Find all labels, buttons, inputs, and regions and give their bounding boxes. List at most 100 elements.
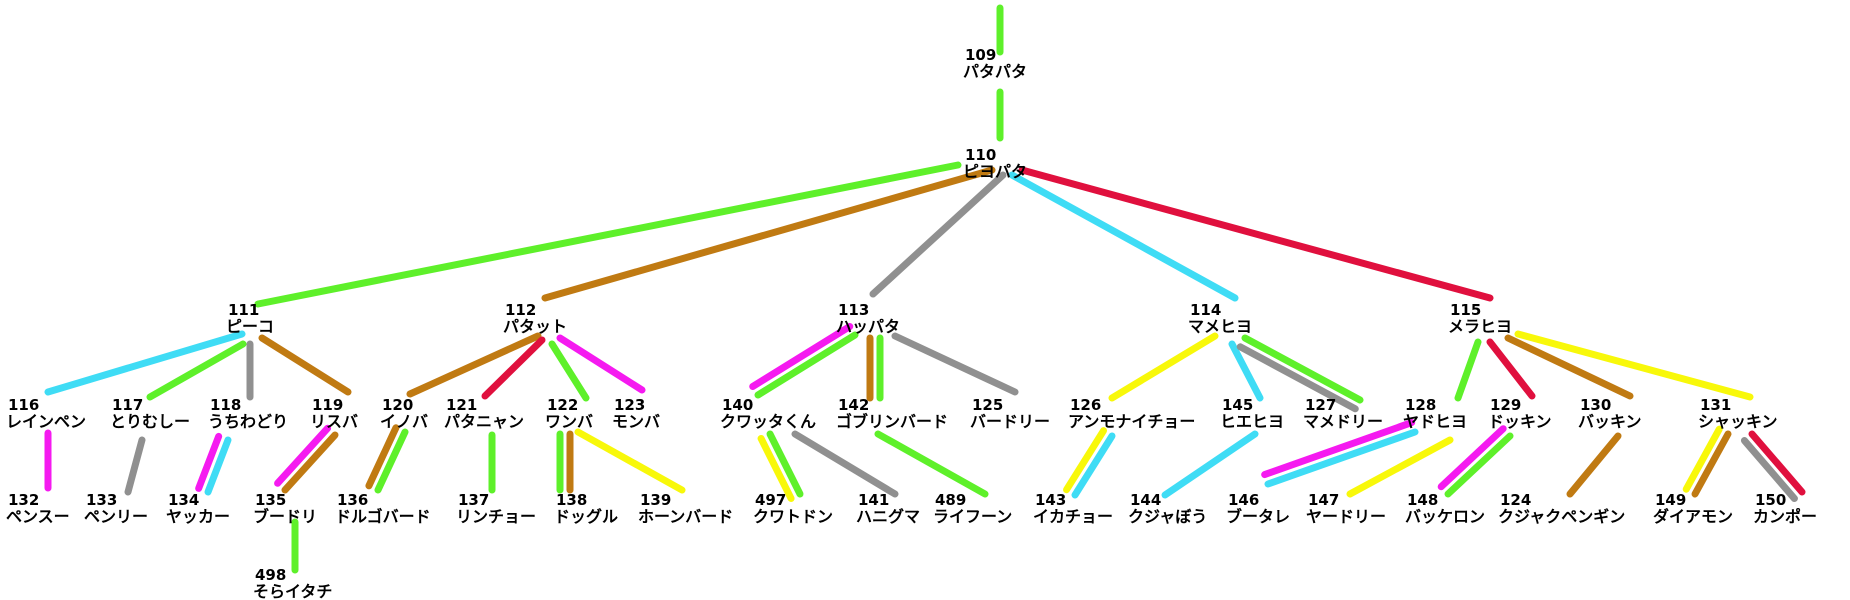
node-name: うちわどり: [208, 412, 288, 431]
node-name: アンモナイチョー: [1068, 412, 1195, 431]
node-name: カンポー: [1753, 507, 1817, 526]
edge-120-136-brown: [365, 424, 400, 490]
node-name: レインペン: [6, 412, 86, 431]
edge-114-127-gray: [1236, 343, 1359, 413]
node-number: 150: [1755, 491, 1786, 509]
node-number: 132: [8, 491, 39, 509]
node-number: 116: [8, 396, 39, 414]
node-name: ハニグマ: [856, 507, 920, 526]
edge-layer: [44, 4, 1806, 574]
node-name: ヤッカー: [166, 507, 230, 526]
node-name: パタット: [503, 317, 567, 336]
node-name: ブータレ: [1226, 507, 1290, 526]
node-name: ヤードリー: [1306, 507, 1386, 526]
node-number: 134: [168, 491, 199, 509]
edge-145-144-cyan: [1161, 430, 1259, 499]
node-number: 489: [935, 491, 966, 509]
node-name: クジャクペンギン: [1498, 507, 1625, 526]
node-number: 133: [86, 491, 117, 509]
node-name: ワンバ: [545, 412, 593, 431]
node-number: 130: [1580, 396, 1611, 414]
node-number: 498: [255, 566, 286, 584]
edge-110-112-brown: [541, 166, 996, 302]
node-number: 143: [1035, 491, 1066, 509]
node-name: とりむしー: [110, 412, 190, 431]
edge-115-128-green: [1454, 338, 1482, 402]
node-number: 137: [458, 491, 489, 509]
node-number: 149: [1655, 491, 1686, 509]
node-number: 120: [382, 396, 413, 414]
node-name: リスバ: [310, 412, 358, 431]
node-number: 121: [446, 396, 477, 414]
node-name: バッキン: [1578, 412, 1642, 431]
node-number: 124: [1500, 491, 1531, 509]
edge-129-148-magenta: [1437, 425, 1507, 491]
edge-120-136-green: [374, 428, 409, 494]
node-name: クジャぼう: [1128, 507, 1207, 526]
edge-126-143-cyan: [1071, 432, 1116, 499]
node-name: ライフーン: [933, 507, 1012, 526]
edge-140-497-green: [766, 430, 804, 498]
node-number: 119: [312, 396, 343, 414]
edge-111-116-cyan: [44, 330, 246, 396]
node-number: 126: [1070, 396, 1101, 414]
edge-113-140-magenta: [749, 322, 854, 390]
edge-131-150-gray: [1740, 437, 1798, 503]
node-name: ハッパタ: [836, 317, 900, 336]
node-number: 125: [972, 396, 1003, 414]
edge-130-124-brown: [1566, 432, 1622, 498]
node-name: クワッタくん: [720, 412, 816, 431]
node-number: 109: [965, 46, 996, 64]
node-number: 118: [210, 396, 241, 414]
edge-140-141-gray: [791, 430, 899, 498]
node-name: ペンリー: [84, 507, 148, 526]
edge-110-114-cyan: [1008, 171, 1239, 302]
node-name: パタニャン: [444, 412, 524, 431]
edge-113-140-green: [754, 331, 859, 399]
node-name: イノバ: [380, 412, 428, 431]
node-name: ホーンバード: [638, 507, 733, 526]
node-number: 147: [1308, 491, 1339, 509]
node-number: 142: [838, 396, 869, 414]
node-name: メラヒヨ: [1448, 317, 1512, 336]
node-name: クワトドン: [753, 507, 833, 526]
node-number: 110: [965, 146, 996, 164]
node-name: ゴブリンバード: [836, 412, 948, 431]
node-number: 136: [337, 491, 368, 509]
edge-118-134-cyan: [204, 436, 232, 496]
node-number: 113: [838, 301, 869, 319]
node-number: 139: [640, 491, 671, 509]
node-number: 140: [722, 396, 753, 414]
node-name: バッケロン: [1405, 507, 1485, 526]
node-number: 128: [1405, 396, 1436, 414]
node-name: ヤドヒヨ: [1403, 412, 1467, 431]
node-name: ピーコ: [226, 317, 274, 336]
node-name: ドッキン: [1488, 412, 1552, 431]
node-name: ドッグル: [554, 507, 618, 526]
node-number: 123: [614, 396, 645, 414]
edge-112-121-red: [481, 336, 546, 400]
